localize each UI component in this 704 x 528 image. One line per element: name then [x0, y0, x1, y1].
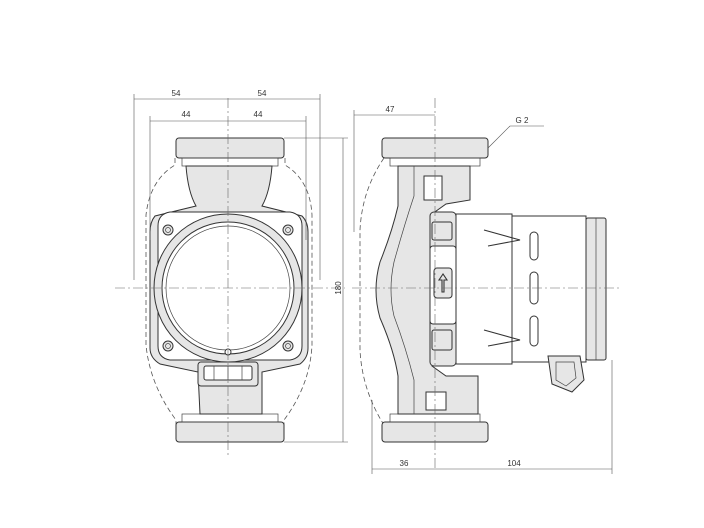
front-dimensions	[133, 94, 348, 443]
front-top-flange	[175, 137, 285, 159]
side-pump-housing	[375, 165, 479, 415]
side-thread-label: G 2	[516, 116, 529, 125]
side-motor-body	[455, 213, 607, 393]
side-dim-bottom-right: 104	[507, 459, 521, 468]
front-dim-height: 180	[334, 281, 343, 295]
front-bolt-holes	[162, 224, 294, 352]
side-dim-top: 47	[386, 105, 395, 114]
front-dim-inner-right: 44	[254, 110, 263, 119]
front-view: 54 54 44 44 180	[115, 89, 348, 455]
side-dim-bottom-left: 36	[400, 459, 409, 468]
front-dim-outer-right: 54	[258, 89, 267, 98]
side-control-box	[429, 221, 475, 351]
front-casing-outline	[145, 158, 313, 425]
side-dimensions	[353, 110, 613, 474]
front-dim-inner-left: 44	[182, 110, 191, 119]
front-dim-outer-left: 54	[172, 89, 181, 98]
front-bottom-flange	[175, 421, 285, 443]
side-view: 47 36 104 G 2	[352, 98, 620, 474]
